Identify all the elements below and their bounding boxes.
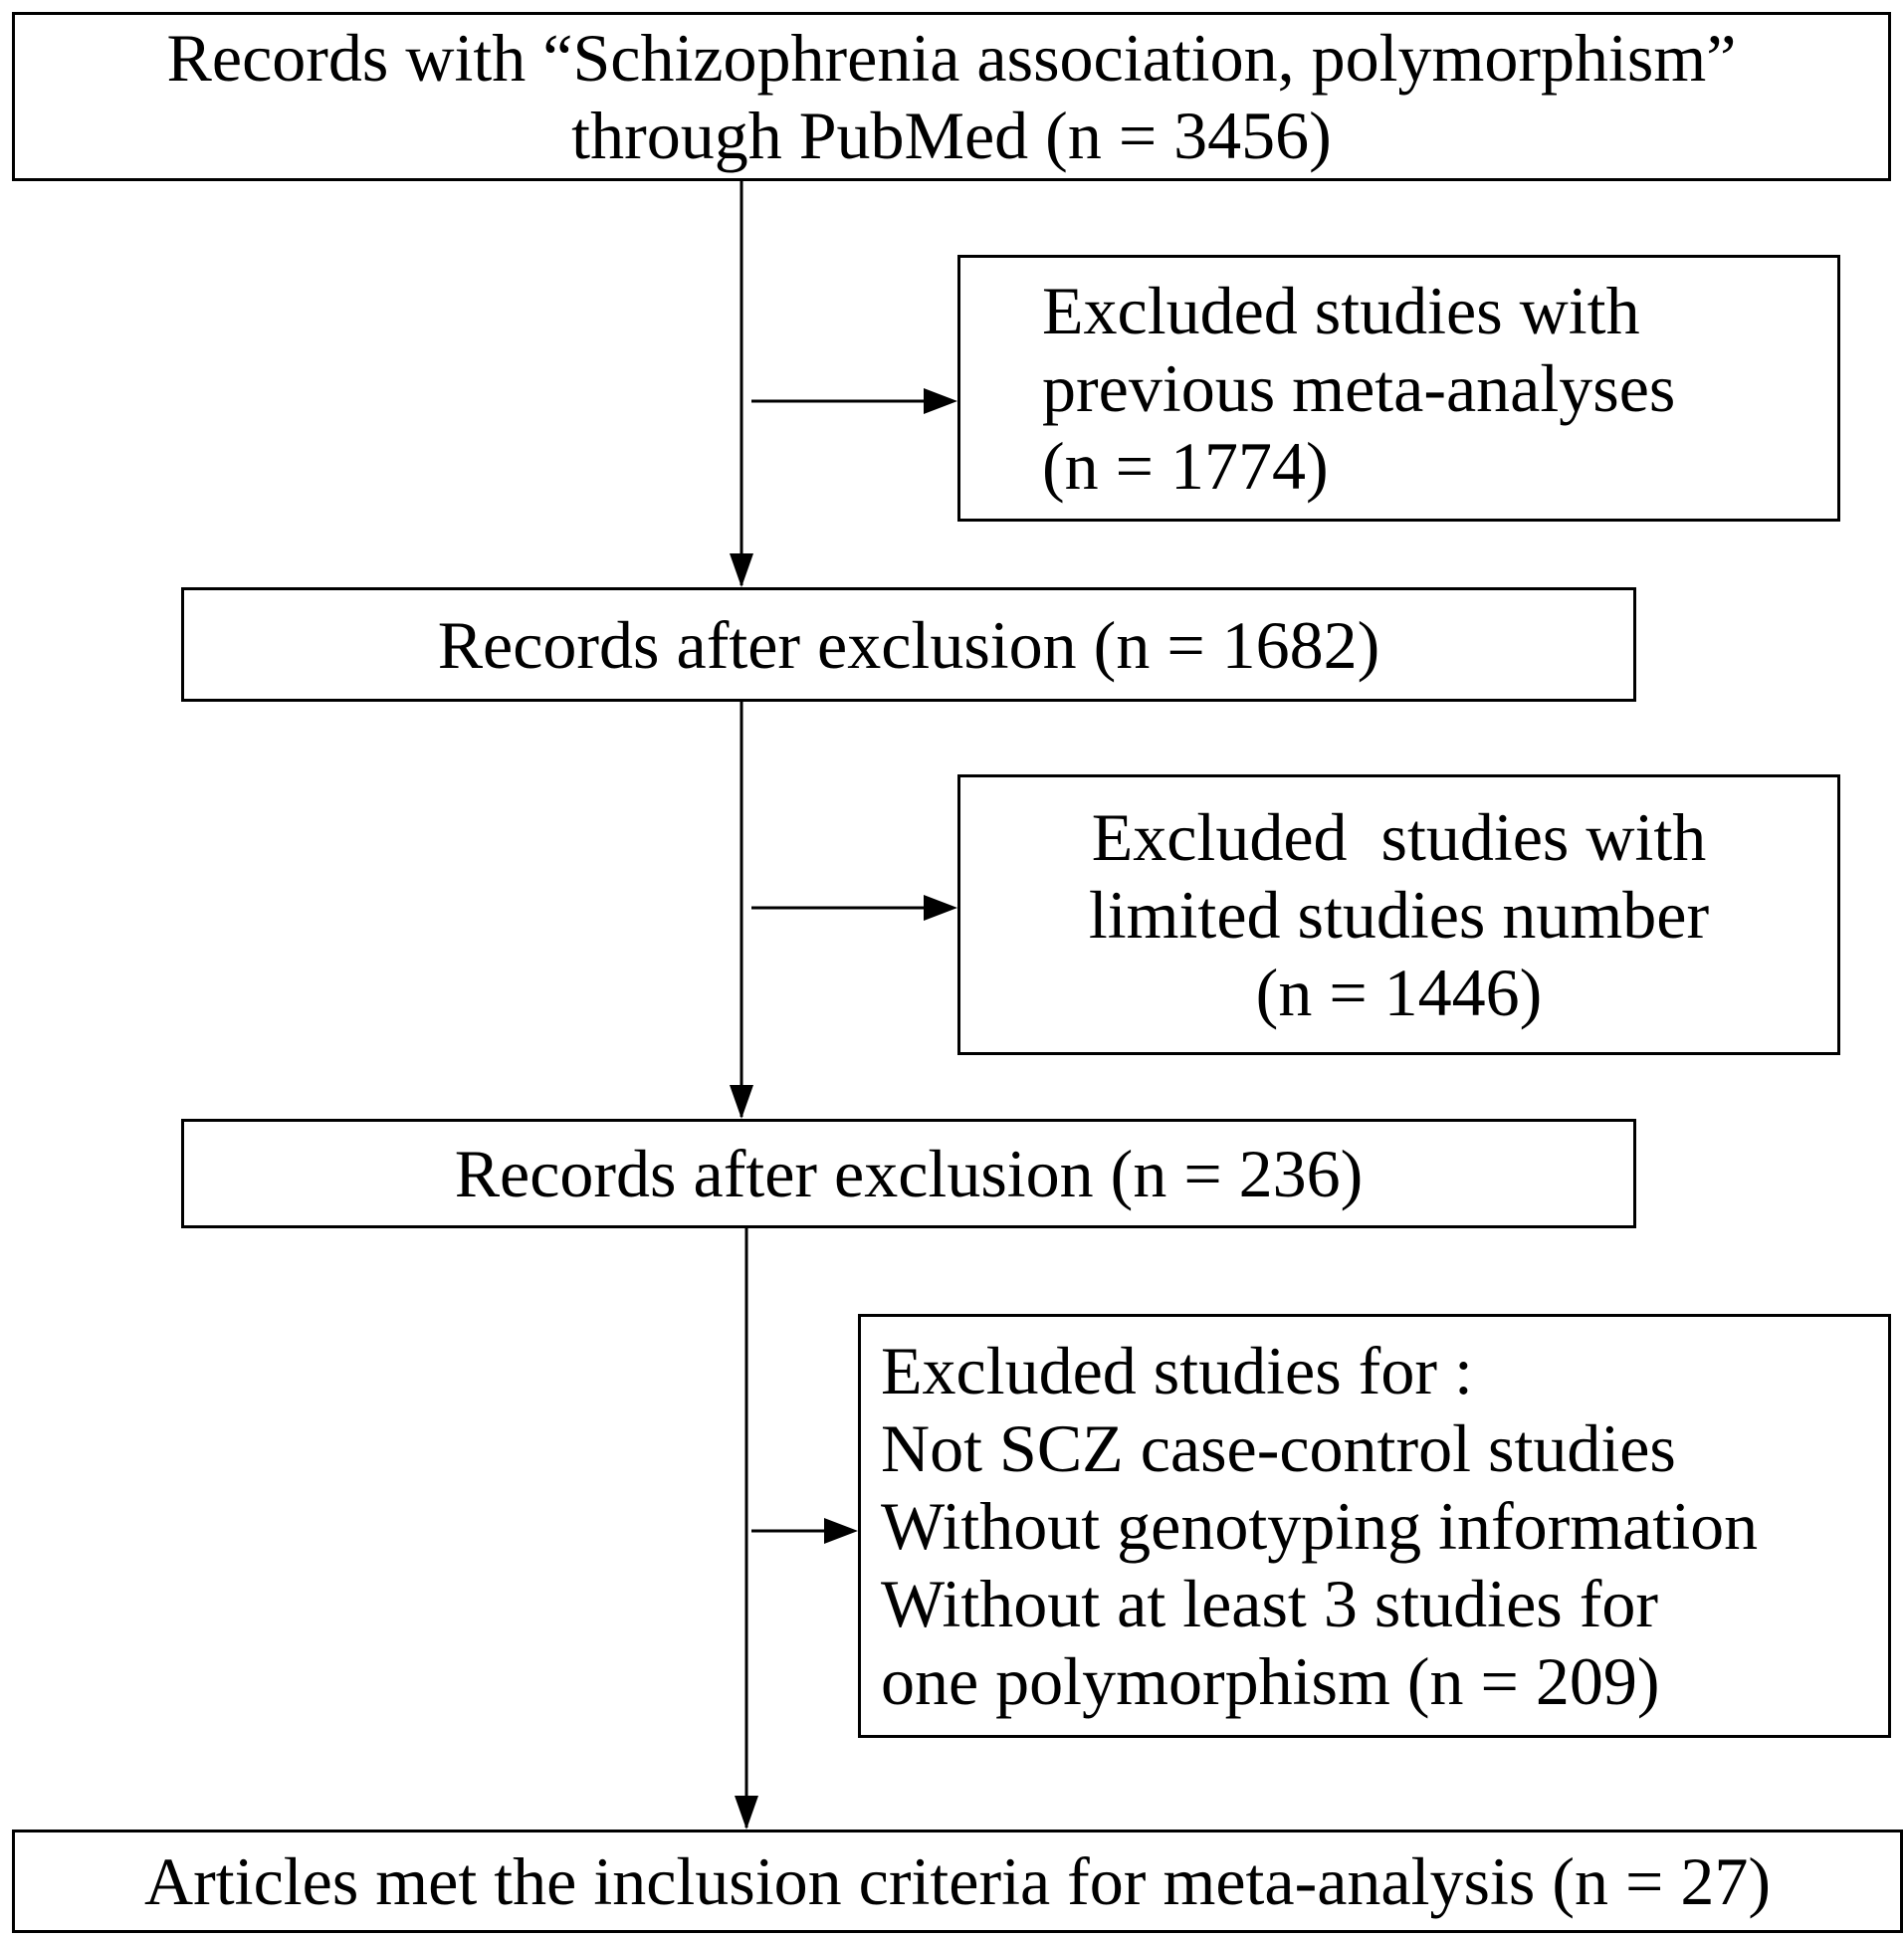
after-exclusion-2-text: Records after exclusion (n = 236) bbox=[454, 1136, 1364, 1211]
arrowhead-final bbox=[735, 1796, 758, 1830]
exclusion-3-line-1: Excluded studies for : bbox=[881, 1333, 1473, 1408]
exclusion-2-line-3: (n = 1446) bbox=[1255, 955, 1543, 1030]
arrowhead-after2 bbox=[730, 1085, 753, 1119]
arrowhead-exclusion-3 bbox=[824, 1518, 858, 1544]
search-records-line-1: Records with “Schizophrenia association,… bbox=[166, 20, 1737, 96]
exclusion-3-line-3: Without genotyping information bbox=[881, 1488, 1759, 1564]
search-records-line-2: through PubMed (n = 3456) bbox=[571, 98, 1332, 173]
final-inclusion-text: Articles met the inclusion criteria for … bbox=[144, 1843, 1771, 1919]
exclusion-2-line-1: Excluded studies with bbox=[1091, 799, 1707, 875]
exclusion-1-box: Excluded studies with previous meta-anal… bbox=[957, 255, 1840, 522]
exclusion-3-line-5: one polymorphism (n = 209) bbox=[881, 1643, 1660, 1719]
final-inclusion-box: Articles met the inclusion criteria for … bbox=[12, 1830, 1903, 1933]
arrowhead-after1 bbox=[730, 553, 753, 587]
arrowhead-exclusion-2 bbox=[924, 895, 957, 921]
exclusion-3-box: Excluded studies for : Not SCZ case-cont… bbox=[858, 1314, 1891, 1738]
after-exclusion-2-box: Records after exclusion (n = 236) bbox=[181, 1119, 1636, 1228]
exclusion-1-line-1: Excluded studies with bbox=[1042, 273, 1640, 348]
exclusion-1-line-3: (n = 1774) bbox=[1042, 428, 1329, 504]
after-exclusion-1-text: Records after exclusion (n = 1682) bbox=[437, 606, 1380, 683]
exclusion-1-line-2: previous meta-analyses bbox=[1042, 350, 1676, 426]
after-exclusion-1-box: Records after exclusion (n = 1682) bbox=[181, 587, 1636, 702]
exclusion-3-line-4: Without at least 3 studies for bbox=[881, 1566, 1659, 1641]
exclusion-3-line-2: Not SCZ case-control studies bbox=[881, 1410, 1676, 1486]
exclusion-2-box: Excluded studies with limited studies nu… bbox=[957, 774, 1840, 1055]
arrowhead-exclusion-1 bbox=[924, 388, 957, 414]
exclusion-2-line-2: limited studies number bbox=[1088, 877, 1710, 953]
search-records-box: Records with “Schizophrenia association,… bbox=[12, 12, 1891, 181]
